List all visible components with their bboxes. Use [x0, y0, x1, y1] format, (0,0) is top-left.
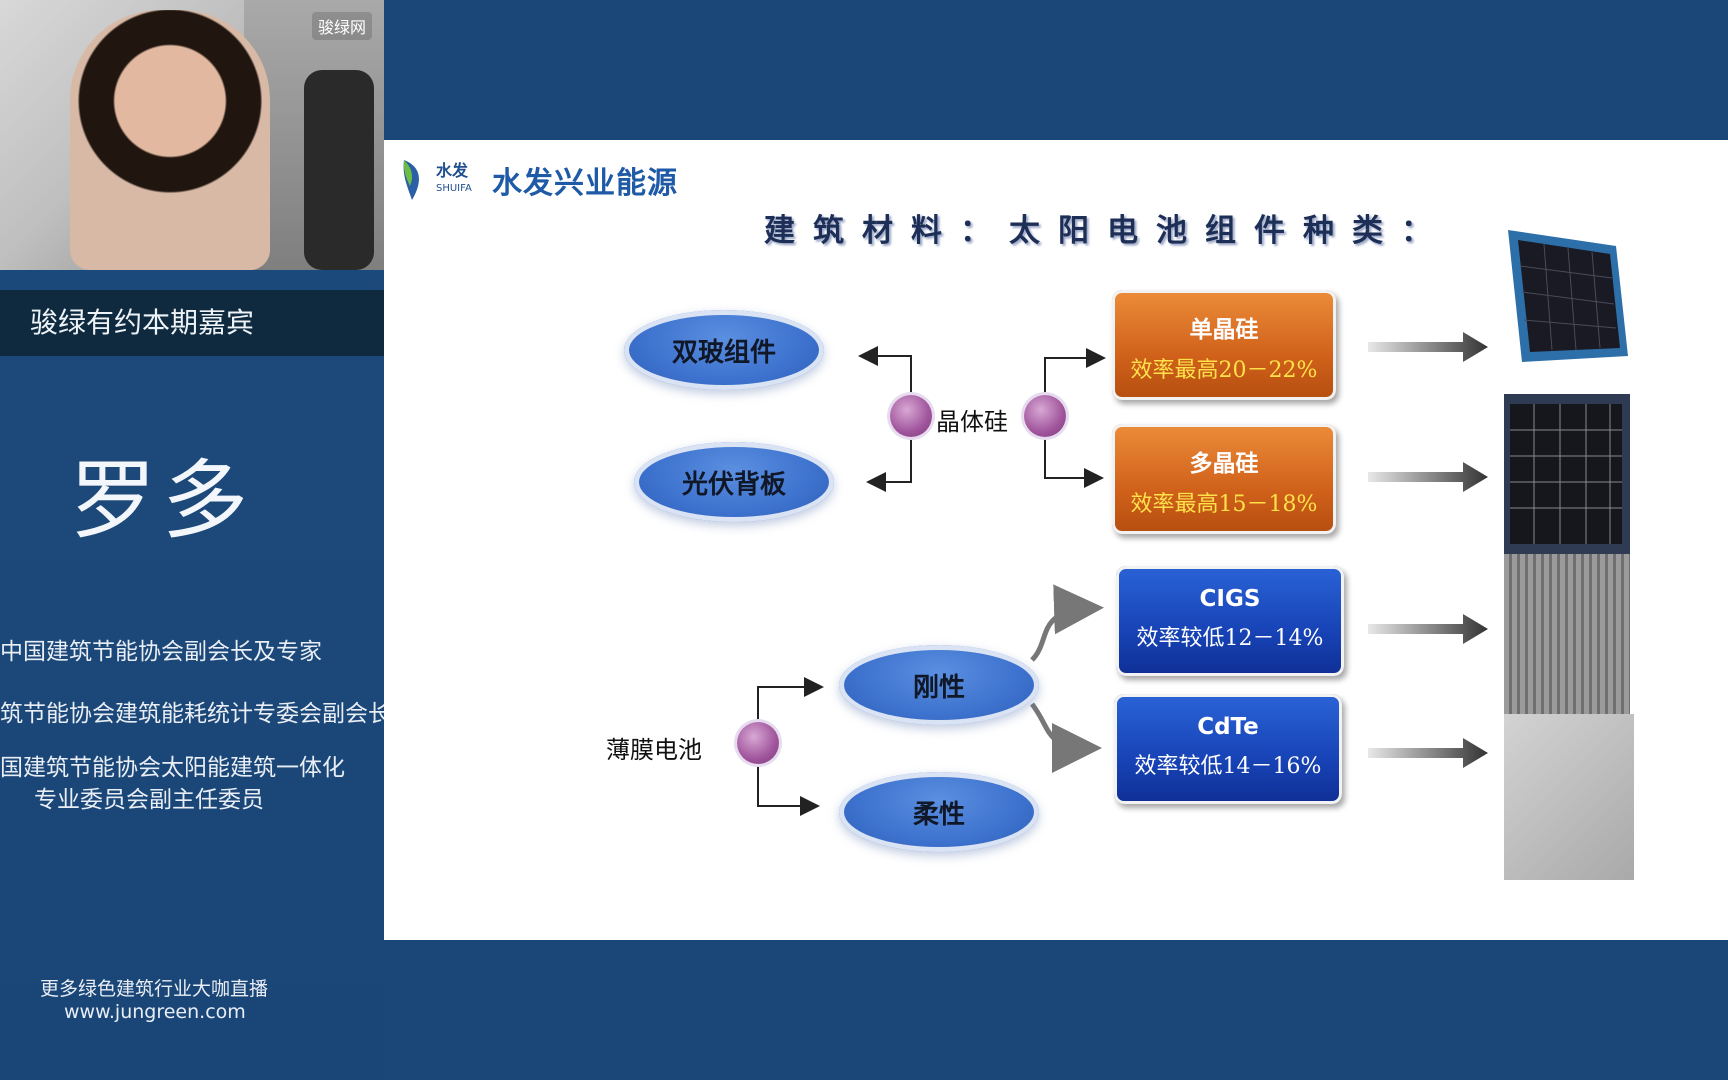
- sidebar: 骏绿网 骏绿有约本期嘉宾 罗多 中国建筑节能协会副会长及专家 筑节能协会建筑能耗…: [0, 0, 391, 1080]
- label-crystalline-silicon: 晶体硅: [936, 408, 1008, 436]
- ellipse-backsheet: 光伏背板: [634, 442, 834, 522]
- node-crystal-left: [890, 395, 932, 437]
- arrow-right-icon: [1368, 614, 1488, 644]
- connector-rigid-to-cigs: [1030, 584, 1104, 662]
- box-cigs: CIGS 效率较低12－14%: [1116, 566, 1344, 676]
- ellipse-flexible: 柔性: [839, 772, 1039, 852]
- arrow-right-icon: [1368, 462, 1488, 492]
- box-subtitle: 效率最高15－18%: [1130, 492, 1318, 517]
- guest-name: 罗多: [70, 451, 254, 551]
- guest-role-2: 筑节能协会建筑能耗统计专委会副会长: [0, 701, 391, 727]
- webcam-speaker: [70, 10, 270, 270]
- box-title: CdTe: [1197, 714, 1259, 740]
- diagram-connectors: [757, 346, 1106, 816]
- box-title: 多晶硅: [1189, 451, 1259, 477]
- presentation-slide: 水发 SHUIFA 水发兴业能源 建筑材料：太阳电池组件种类： 双玻组件 光伏背…: [384, 140, 1728, 940]
- connector-crystal-to-backsheet: [866, 437, 912, 492]
- box-subtitle: 效率较低14－16%: [1134, 754, 1322, 779]
- footer-url: www.jungreen.com: [64, 1001, 246, 1023]
- connector-rigid-to-cdte: [1030, 702, 1102, 773]
- brand-name: 水发兴业能源: [492, 166, 678, 201]
- photo-mono-module: [1508, 230, 1628, 362]
- photo-poly-module: [1504, 394, 1630, 554]
- box-monocrystalline: 单晶硅 效率最高20－22%: [1112, 290, 1336, 400]
- photo-cigs-installation: [1504, 554, 1630, 714]
- ellipse-double-glass: 双玻组件: [624, 310, 824, 390]
- slide-title: 建筑材料：太阳电池组件种类：: [764, 213, 1450, 249]
- label-thin-film: 薄膜电池: [606, 736, 702, 764]
- box-polycrystalline: 多晶硅 效率最高15－18%: [1112, 424, 1336, 534]
- arrow-right-icon: [1368, 738, 1488, 768]
- box-title: CIGS: [1199, 586, 1261, 612]
- photo-cdte-installation: [1504, 714, 1634, 880]
- connector-crystal-to-double-glass: [858, 346, 912, 395]
- guest-bar: 骏绿有约本期嘉宾: [0, 290, 384, 356]
- ellipse-rigid: 刚性: [839, 645, 1039, 725]
- box-subtitle: 效率最高20－22%: [1130, 358, 1318, 383]
- brand-logo-icon: [403, 160, 419, 200]
- connector-crystal-to-mono: [1044, 348, 1106, 395]
- arrow-right-icon: [1368, 332, 1488, 362]
- guest-role-1: 中国建筑节能协会副会长及专家: [0, 639, 322, 665]
- connector-thinfilm-to-rigid: [757, 677, 824, 722]
- brand-short-en: SHUIFA: [436, 183, 472, 194]
- webcam-chair: [304, 70, 374, 270]
- guest-role-4: 专业委员会副主任委员: [34, 787, 264, 813]
- box-subtitle: 效率较低12－14%: [1136, 626, 1324, 651]
- footer-tagline: 更多绿色建筑行业大咖直播: [40, 978, 269, 1000]
- box-title: 单晶硅: [1189, 317, 1259, 343]
- webcam-logo: 骏绿网: [311, 12, 372, 40]
- webcam-feed: 骏绿网: [0, 0, 384, 270]
- guest-role-3: 国建筑节能协会太阳能建筑一体化: [0, 755, 345, 781]
- connector-thinfilm-to-flexible: [757, 764, 820, 816]
- box-cdte: CdTe 效率较低14－16%: [1114, 694, 1342, 804]
- node-crystal-right: [1024, 395, 1066, 437]
- brand-short: 水发 SHUIFA: [436, 162, 472, 198]
- node-thinfilm: [737, 722, 779, 764]
- connector-crystal-to-poly: [1044, 437, 1104, 488]
- brand-short-cn: 水发: [436, 161, 469, 180]
